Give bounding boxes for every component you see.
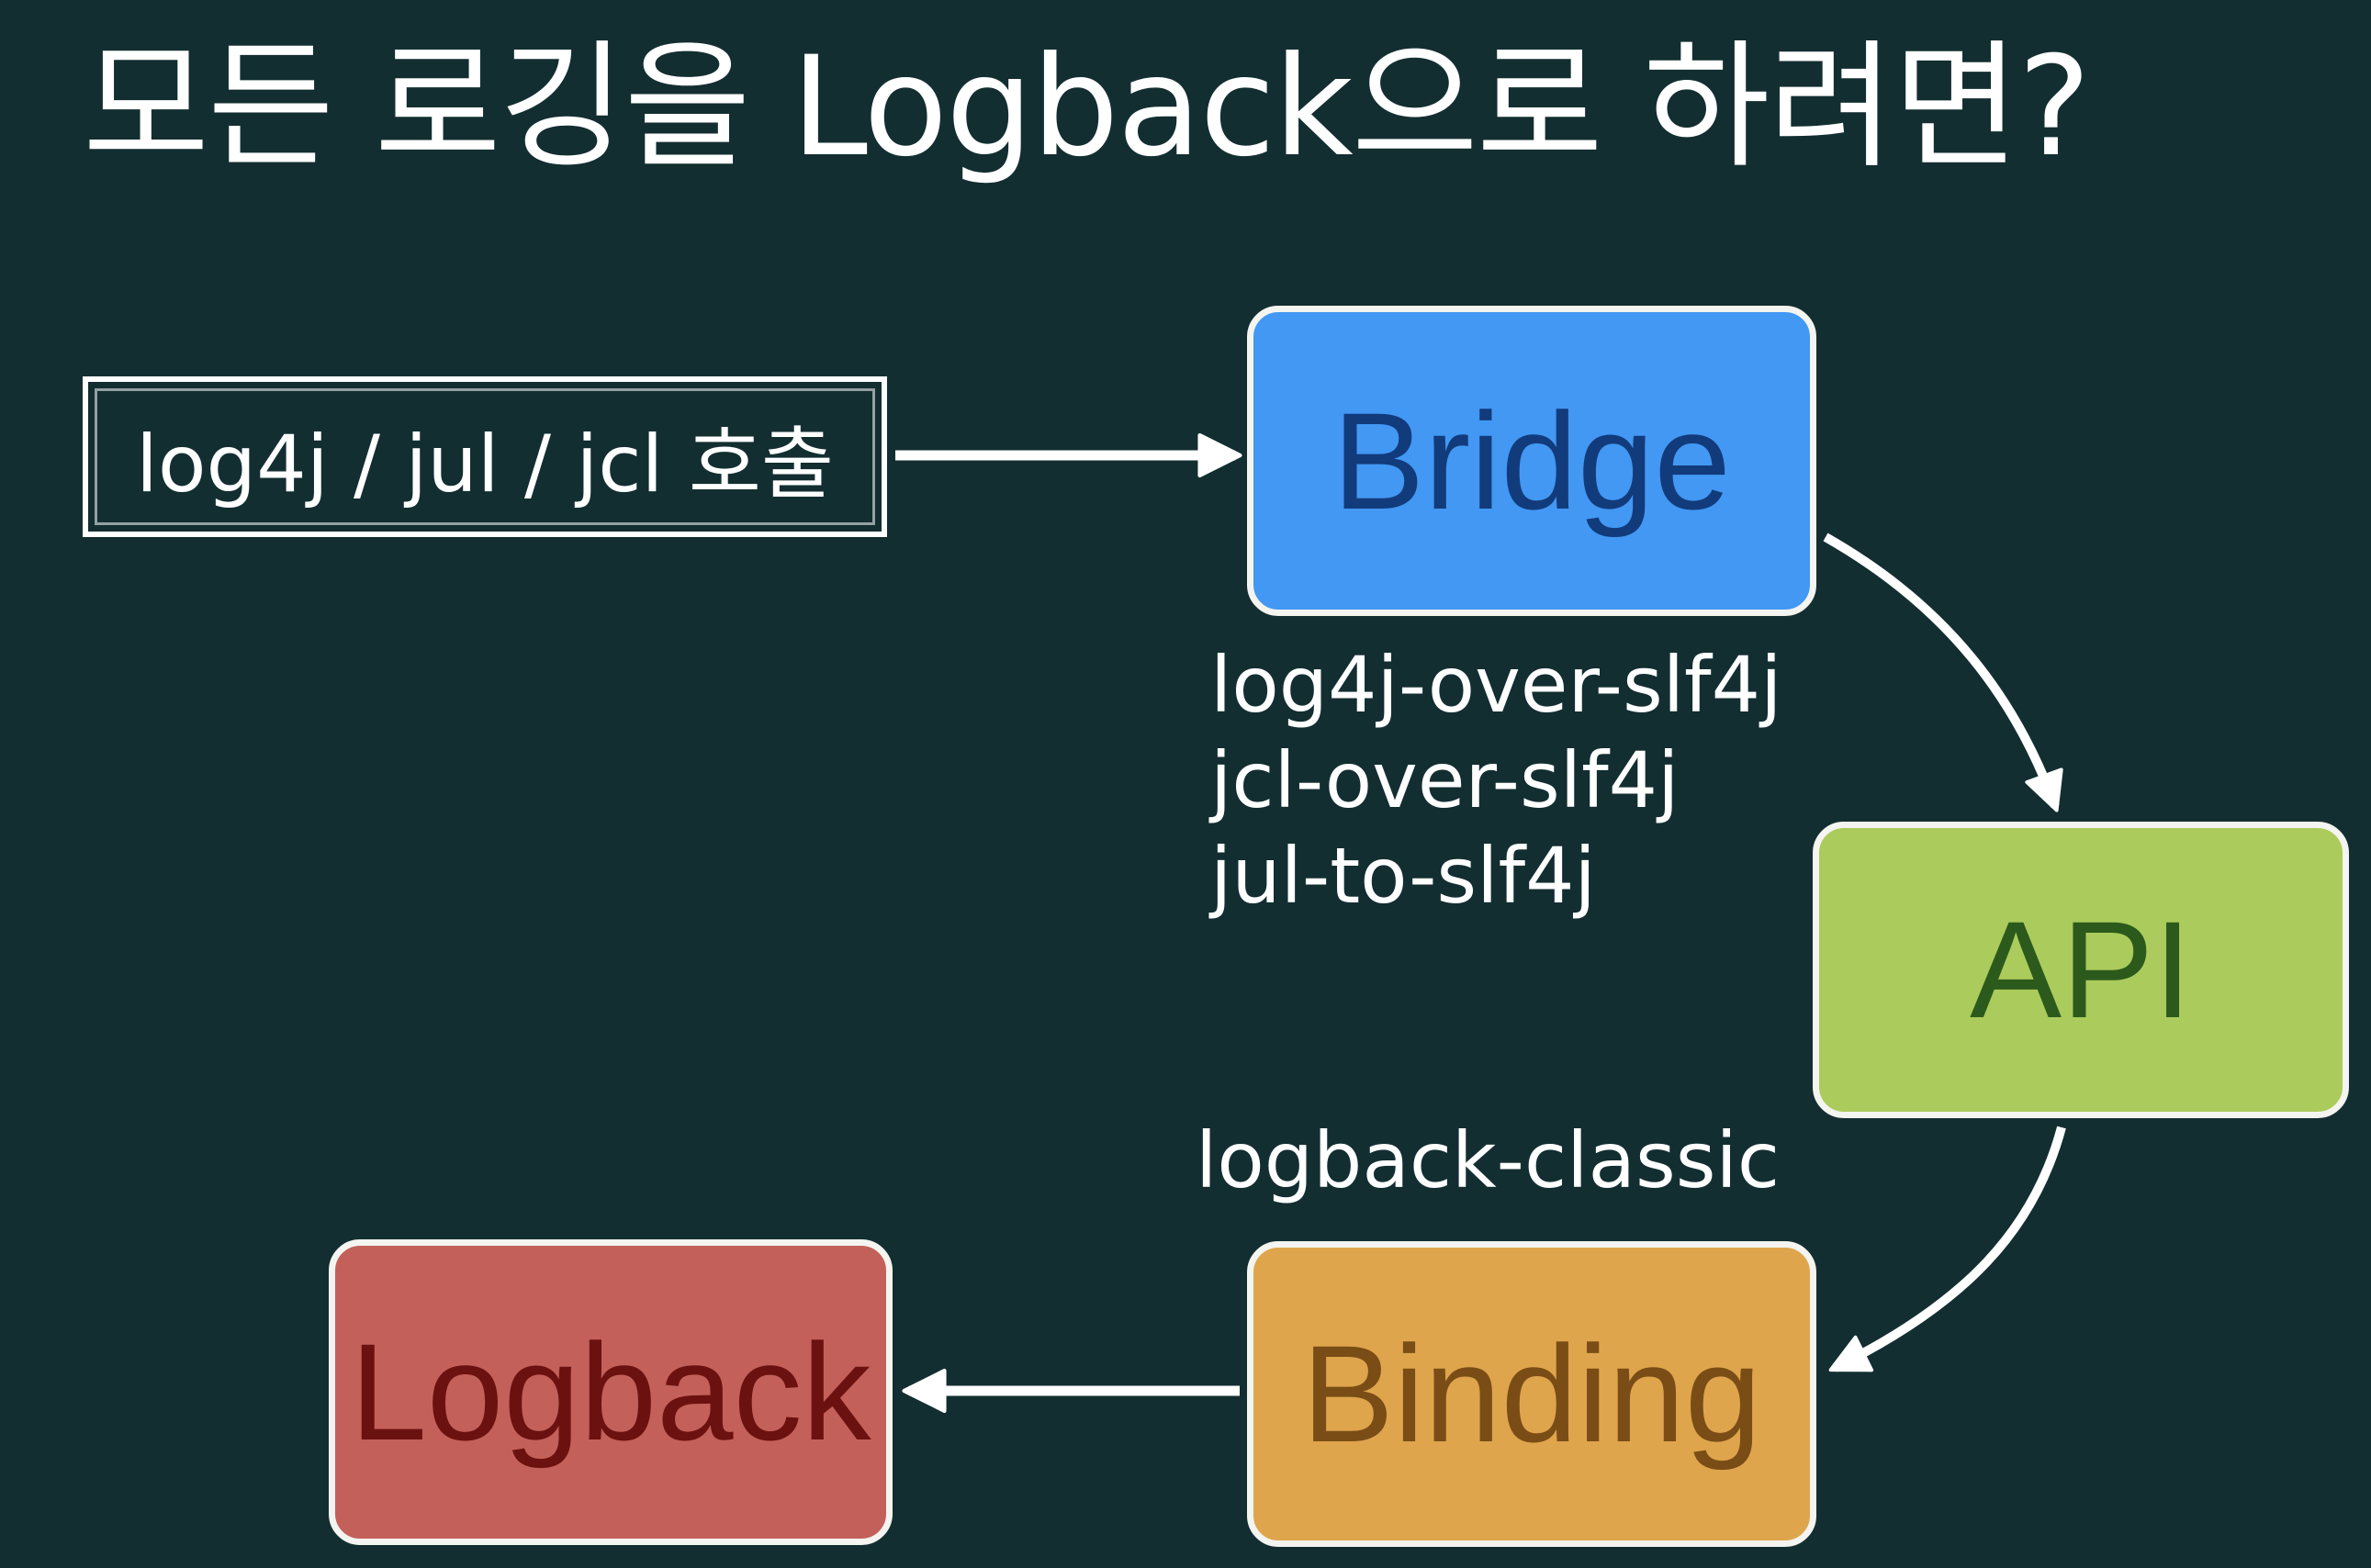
arrow-bridge-to-api <box>1823 532 2063 812</box>
bridge-node: Bridge <box>1247 306 1816 616</box>
bridge-library-item: jul-to-slf4j <box>1210 831 1596 921</box>
binding-node: Binding <box>1247 1241 1816 1547</box>
logback-node: Logback <box>329 1239 893 1545</box>
logback-node-label: Logback <box>350 1315 871 1469</box>
arrow-api-to-binding <box>1828 1126 2066 1372</box>
bridge-library-item: jcl-over-slf4j <box>1210 735 1680 825</box>
bridge-node-label: Bridge <box>1332 383 1731 538</box>
source-calls-box: log4j / jul / jcl 호출 <box>83 376 887 537</box>
binding-library-label: logback-classic <box>1196 1115 1781 1205</box>
bridge-libraries-list: log4j-over-slf4j jcl-over-slf4j jul-to-s… <box>1210 637 1781 924</box>
source-calls-label: log4j / jul / jcl 호출 <box>136 419 834 510</box>
api-node: API <box>1813 822 2349 1118</box>
api-node-label: API <box>1970 892 2192 1047</box>
slide-title: 모든 로깅을 Logback으로 하려면? <box>83 28 2091 187</box>
bridge-library-item: log4j-over-slf4j <box>1210 640 1782 730</box>
binding-node-label: Binding <box>1301 1316 1762 1471</box>
